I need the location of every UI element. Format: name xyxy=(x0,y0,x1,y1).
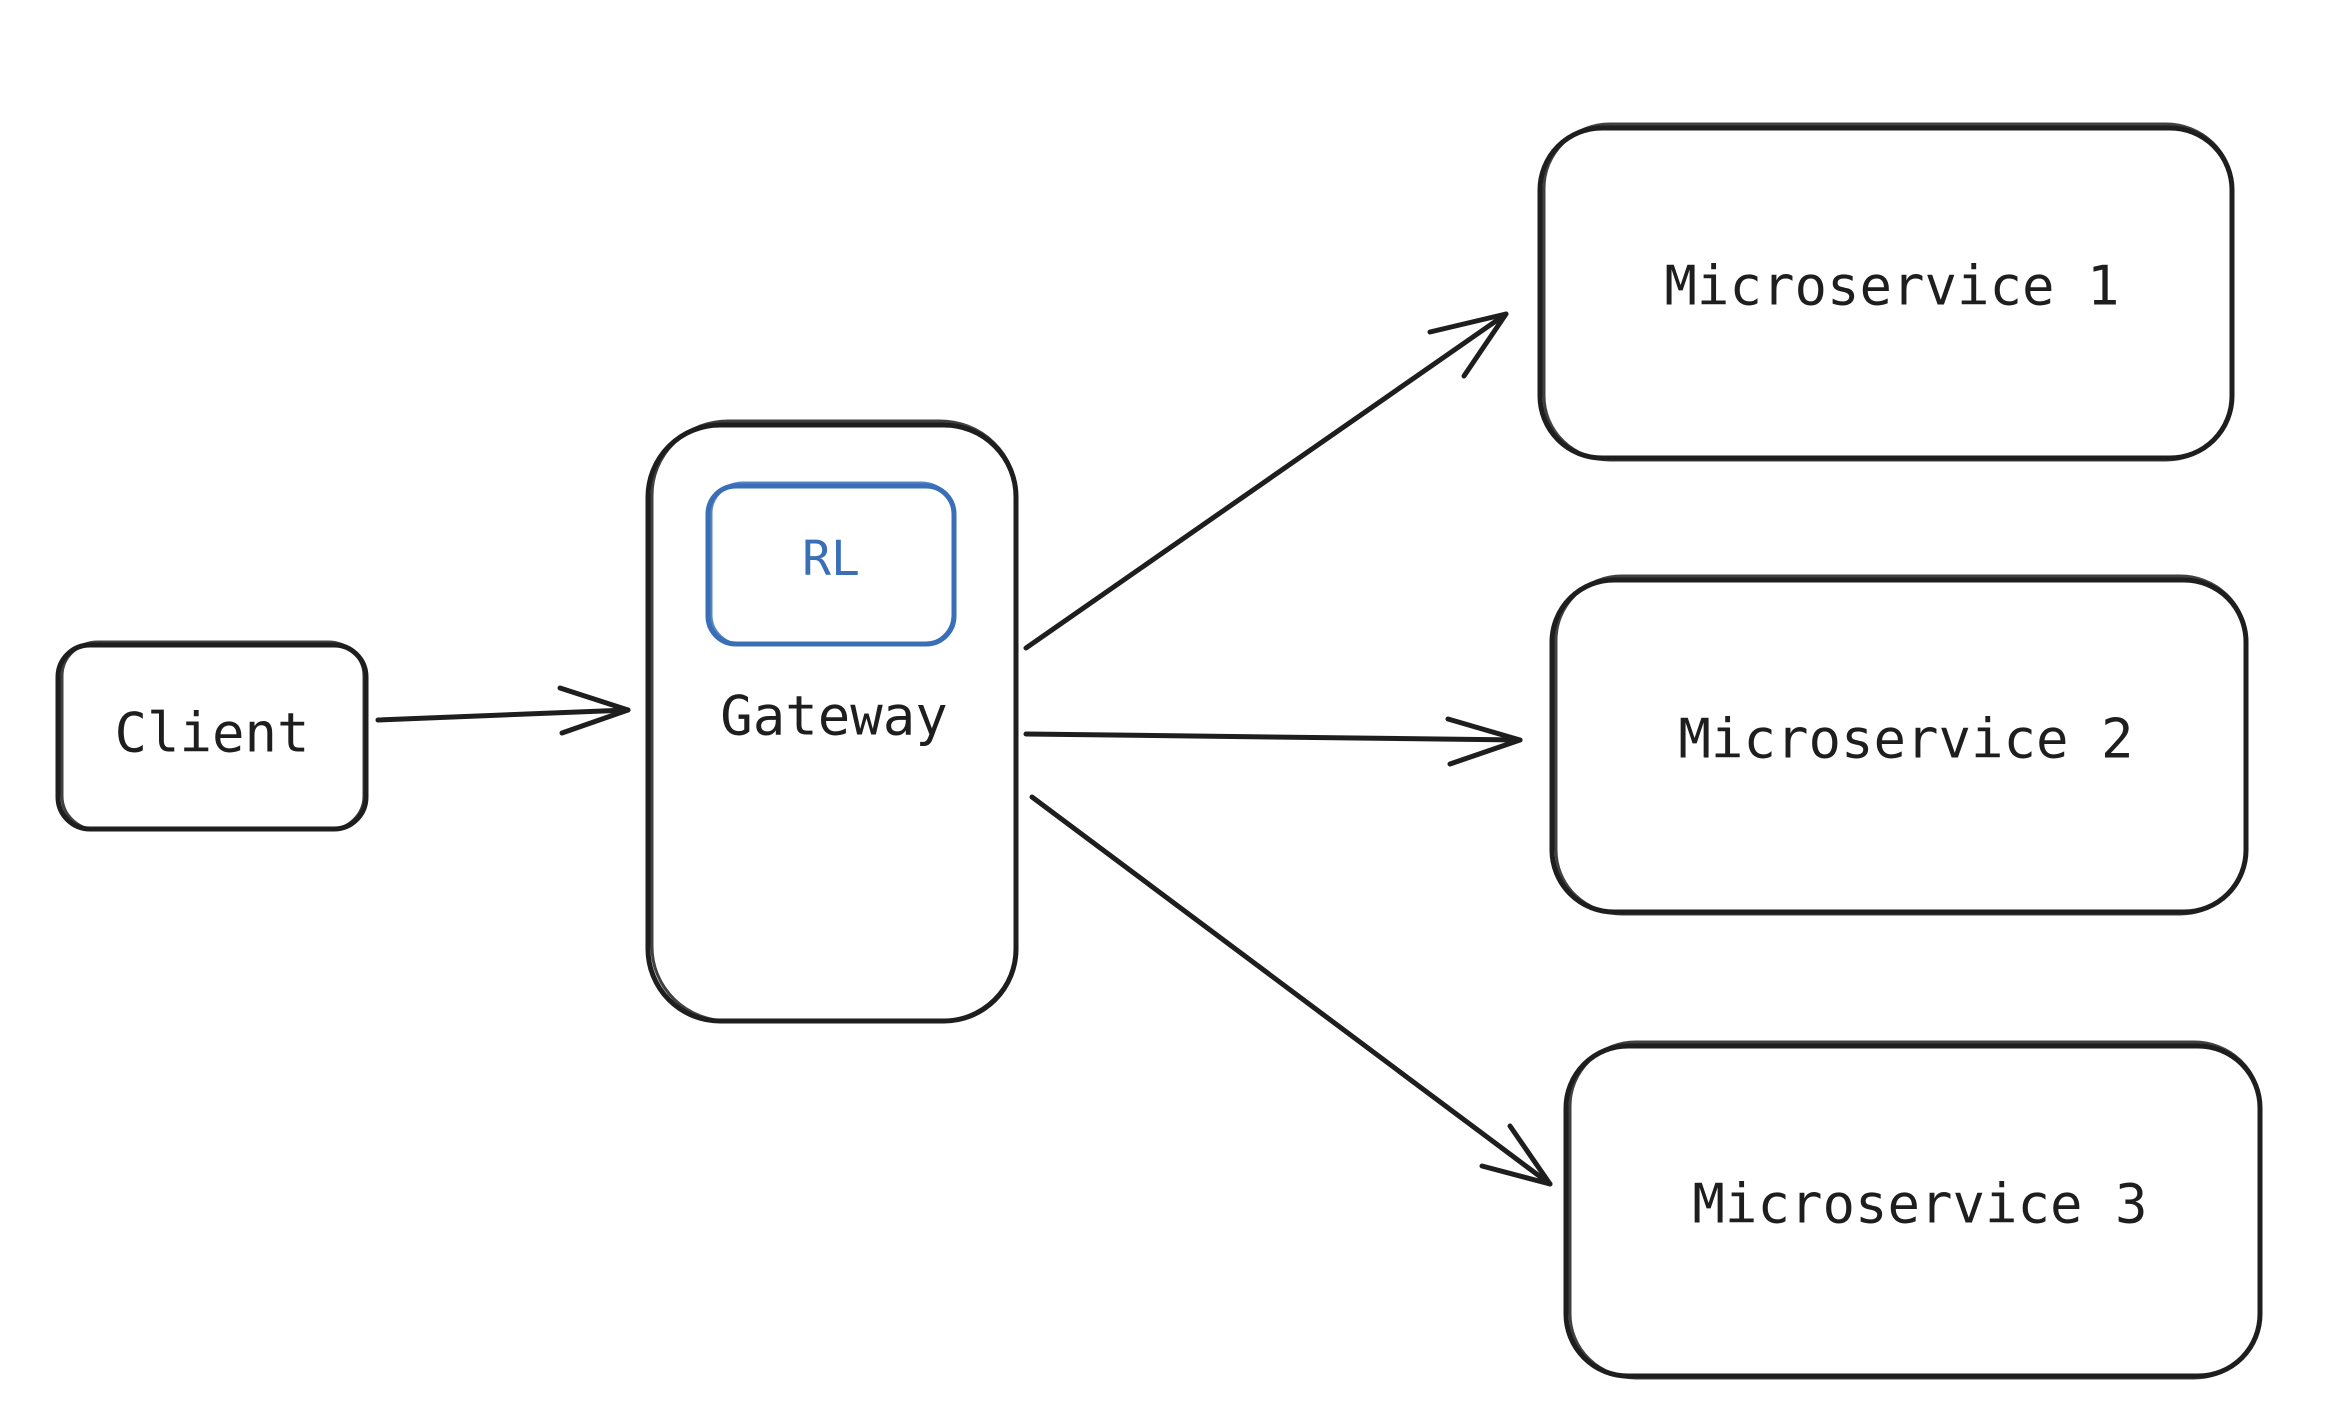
client-node[interactable]: Client xyxy=(55,640,369,832)
arrow-gateway-to-microservice-1 xyxy=(1023,311,1509,651)
rate-limiter-node[interactable]: RL xyxy=(705,481,957,647)
microservice-2-label: Microservice 2 xyxy=(1678,708,2133,771)
arrow-gateway-to-microservice-2 xyxy=(1023,716,1523,767)
arrow-gateway-to-microservice-3 xyxy=(1029,794,1553,1187)
arrow-client-to-gateway xyxy=(375,685,631,736)
microservice-1-label: Microservice 1 xyxy=(1664,255,2119,318)
microservice-3-label: Microservice 3 xyxy=(1692,1173,2147,1236)
rate-limiter-label: RL xyxy=(802,531,860,587)
microservice-1-node[interactable]: Microservice 1 xyxy=(1537,122,2235,462)
client-label: Client xyxy=(114,702,309,765)
microservice-2-node[interactable]: Microservice 2 xyxy=(1549,574,2249,916)
gateway-label: Gateway xyxy=(720,685,948,748)
microservice-3-node[interactable]: Microservice 3 xyxy=(1563,1040,2263,1380)
